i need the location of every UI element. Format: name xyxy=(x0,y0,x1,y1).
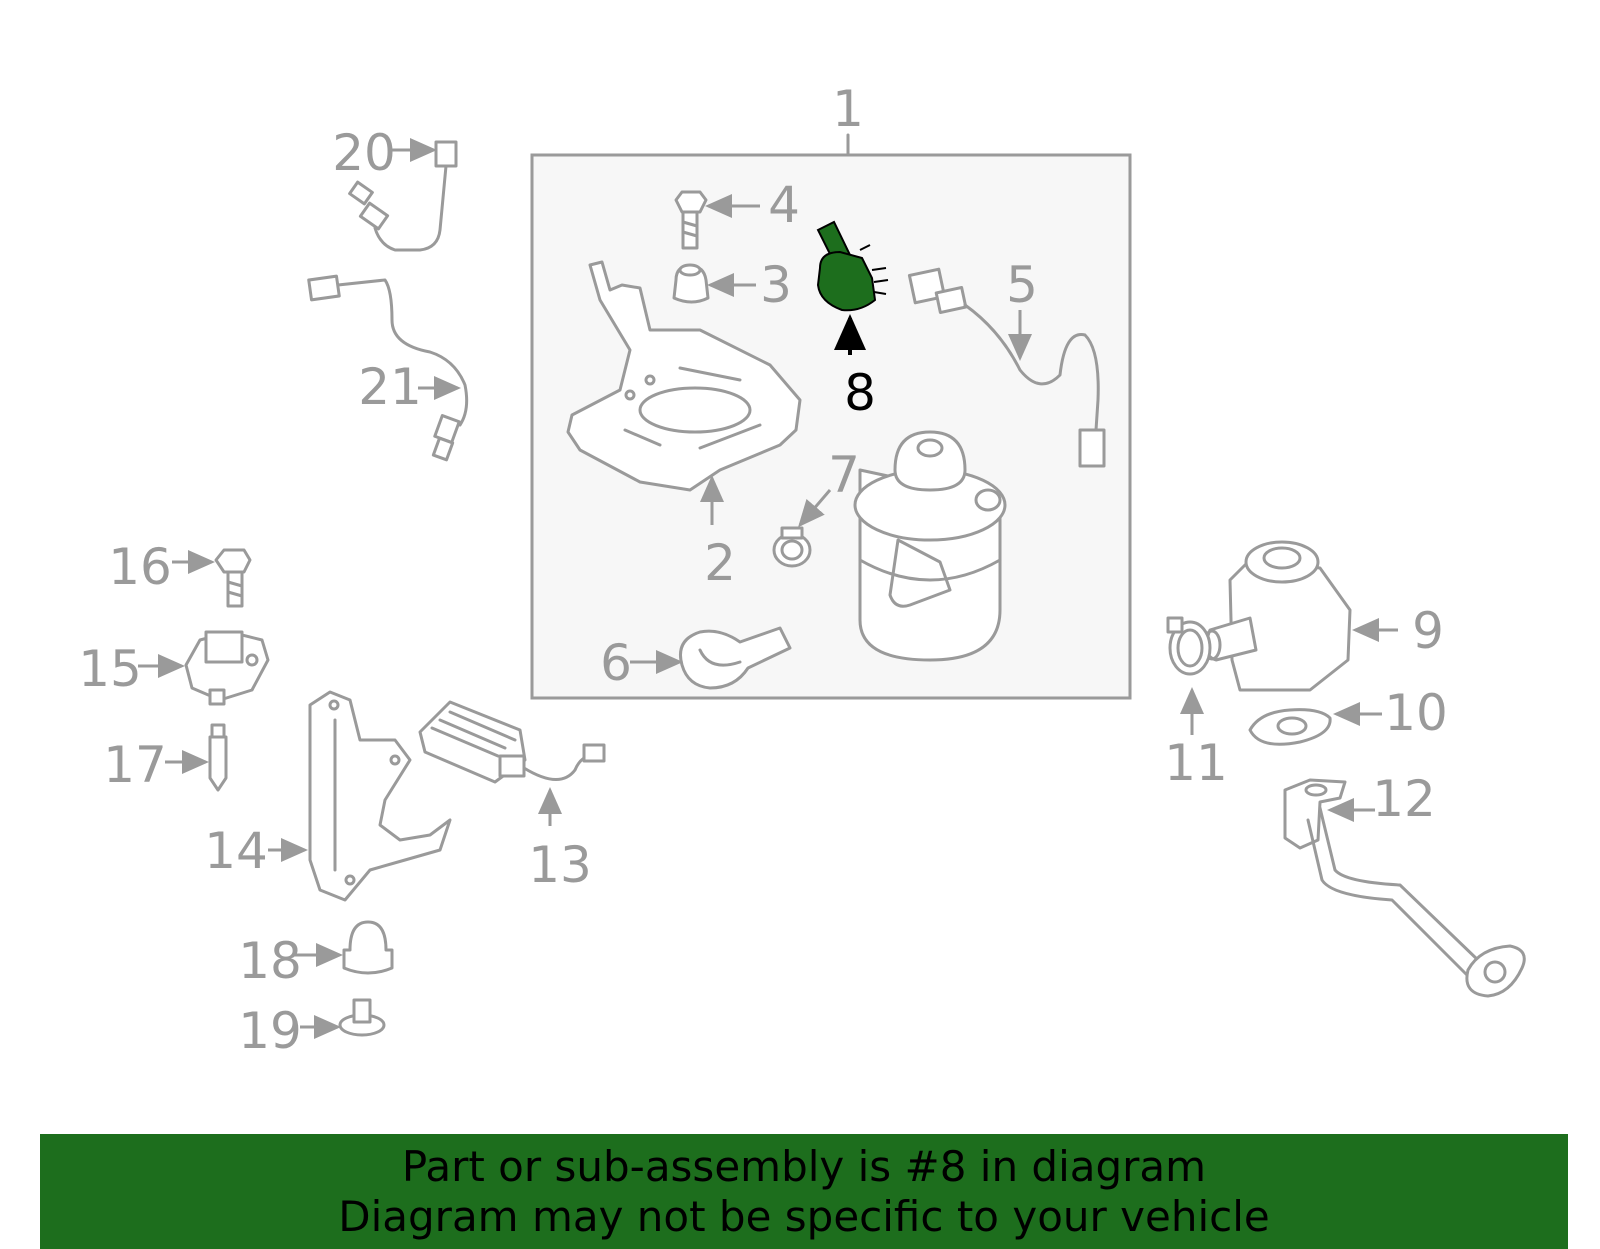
label-part-20: 20 xyxy=(332,124,396,182)
label-part-9: 9 xyxy=(1412,602,1444,660)
label-part-2: 2 xyxy=(704,534,736,592)
bracket-part xyxy=(268,690,452,902)
label-part-17: 17 xyxy=(103,736,167,794)
label-part-4: 4 xyxy=(768,176,800,234)
banner-line-part-reference: Part or sub-assembly is #8 in diagram xyxy=(401,1142,1207,1191)
label-part-15: 15 xyxy=(78,640,142,698)
banner-line-disclaimer: Diagram may not be specific to your vehi… xyxy=(338,1192,1270,1241)
check-valve-part xyxy=(1202,540,1398,692)
label-part-3: 3 xyxy=(760,256,792,314)
label-part-10: 10 xyxy=(1384,684,1448,742)
notice-banner: Part or sub-assembly is #8 in diagram Di… xyxy=(40,1134,1568,1249)
mounting-bracket-part xyxy=(566,260,802,525)
label-part-19: 19 xyxy=(238,1002,302,1060)
bolt-part xyxy=(674,190,760,250)
gasket-part xyxy=(1248,702,1382,746)
label-part-18: 18 xyxy=(238,932,302,990)
bolt-left-part xyxy=(172,548,252,608)
air-pump-body xyxy=(853,430,1007,662)
label-part-13: 13 xyxy=(528,836,592,894)
wire-harness-part xyxy=(907,267,1106,468)
air-pipe-part xyxy=(1283,778,1526,998)
label-part-12: 12 xyxy=(1372,770,1436,828)
oxygen-sensor-upper-part xyxy=(348,138,458,252)
grommet-part xyxy=(672,263,756,304)
label-part-16: 16 xyxy=(108,538,172,596)
hose-clamp-part xyxy=(772,489,832,568)
label-part-11: 11 xyxy=(1164,734,1228,792)
label-part-7: 7 xyxy=(828,446,860,504)
hose-part xyxy=(630,626,792,690)
cap-part xyxy=(295,920,394,975)
temperature-sensor-part xyxy=(165,723,228,792)
oxygen-sensor-lower-part xyxy=(307,274,469,462)
plug-part xyxy=(300,998,386,1039)
label-part-14: 14 xyxy=(204,822,268,880)
hose-clamp-right-part xyxy=(1166,616,1212,735)
label-part-8: 8 xyxy=(844,364,876,422)
control-module-part xyxy=(418,700,606,826)
label-part-6: 6 xyxy=(600,634,632,692)
label-part-1: 1 xyxy=(832,80,864,138)
label-part-5: 5 xyxy=(1006,256,1038,314)
highlighted-sensor-part xyxy=(816,220,889,355)
map-sensor-part xyxy=(138,630,270,706)
label-part-21: 21 xyxy=(358,358,422,416)
